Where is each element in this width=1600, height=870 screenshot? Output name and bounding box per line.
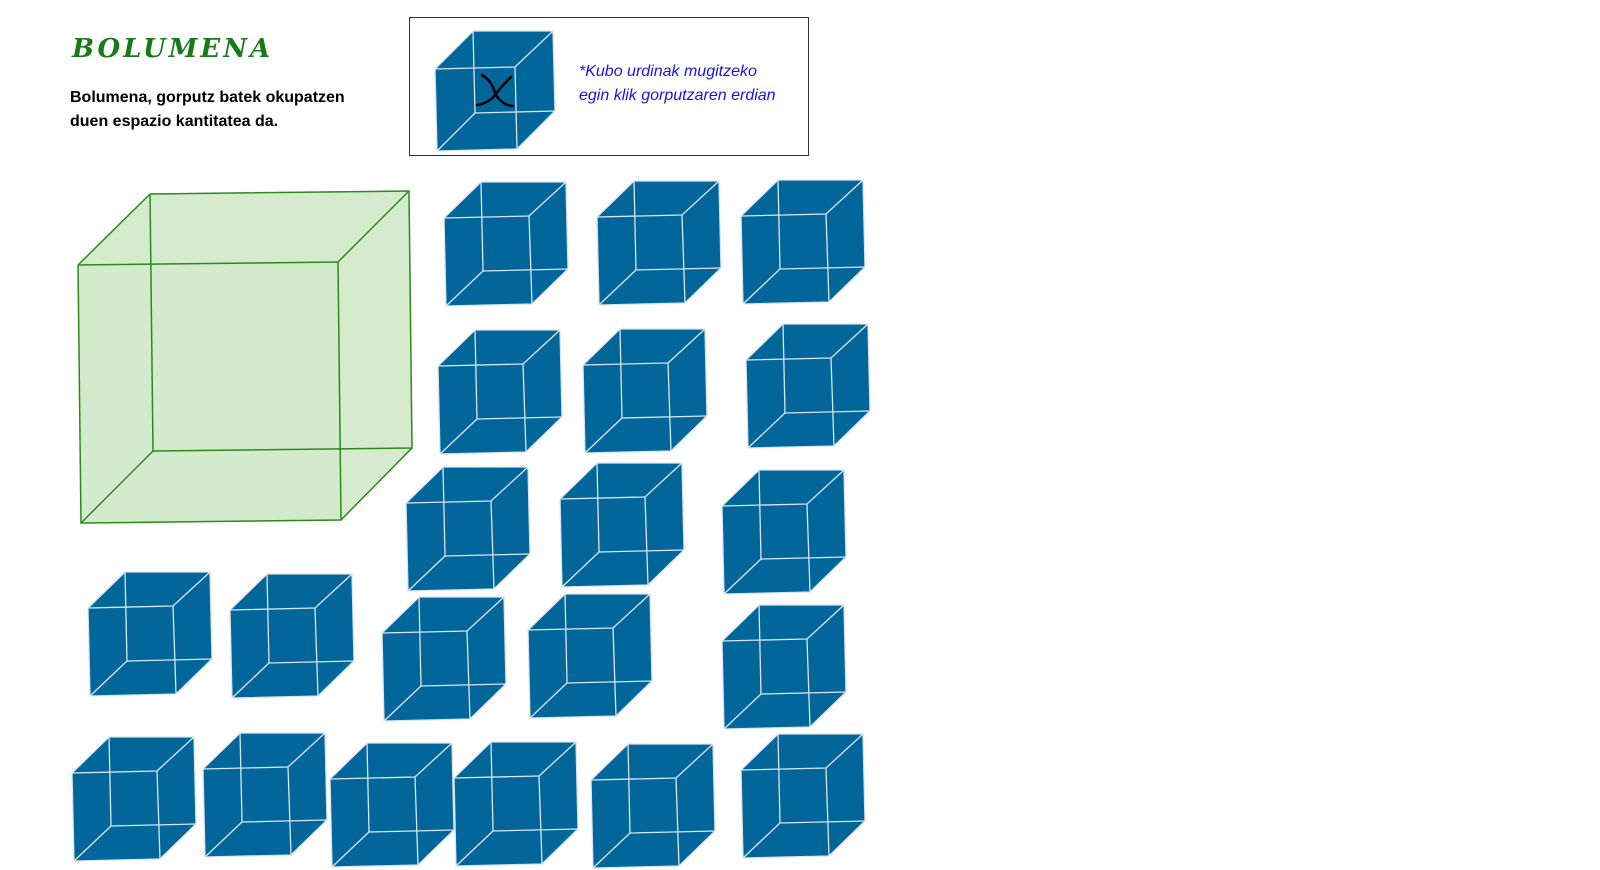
blue-unit-cubes	[71, 179, 871, 869]
sample-blue-cube	[434, 30, 556, 152]
blue-unit-cube[interactable]	[582, 328, 708, 454]
green-container-cube	[77, 190, 413, 524]
blue-unit-cube[interactable]	[745, 323, 871, 449]
definition-line-2: duen espazio kantitatea da.	[70, 113, 279, 130]
blue-unit-cube[interactable]	[721, 604, 847, 730]
blue-unit-cube[interactable]	[329, 742, 455, 868]
blue-unit-cube[interactable]	[590, 743, 716, 869]
blue-unit-cube[interactable]	[381, 596, 507, 722]
blue-unit-cube[interactable]	[87, 571, 213, 697]
blue-unit-cube[interactable]	[740, 733, 866, 859]
blue-unit-cube[interactable]	[740, 179, 866, 305]
x-cross-icon	[475, 73, 515, 108]
blue-unit-cube[interactable]	[596, 180, 722, 306]
definition-line-1: Bolumena, gorputz batek okupatzen	[70, 89, 345, 106]
blue-unit-cube[interactable]	[71, 736, 197, 862]
blue-unit-cube[interactable]	[229, 573, 355, 699]
blue-unit-cube[interactable]	[405, 466, 531, 592]
instruction-line-1: *Kubo urdinak mugitzeko	[579, 63, 757, 80]
instruction-line-2: egin klik gorputzaren erdian	[579, 87, 776, 104]
blue-unit-cube[interactable]	[527, 593, 653, 719]
blue-unit-cube[interactable]	[453, 741, 579, 867]
blue-unit-cube[interactable]	[202, 732, 328, 858]
blue-unit-cube[interactable]	[721, 469, 847, 595]
volume-definition: Bolumena, gorputz batek okupatzen duen e…	[70, 86, 370, 134]
instruction-text: *Kubo urdinak mugitzeko egin klik gorput…	[579, 60, 804, 108]
blue-unit-cube[interactable]	[437, 329, 563, 455]
page-title: BOLUMENA	[72, 34, 274, 64]
blue-unit-cube[interactable]	[443, 181, 569, 307]
blue-unit-cube[interactable]	[559, 462, 685, 588]
